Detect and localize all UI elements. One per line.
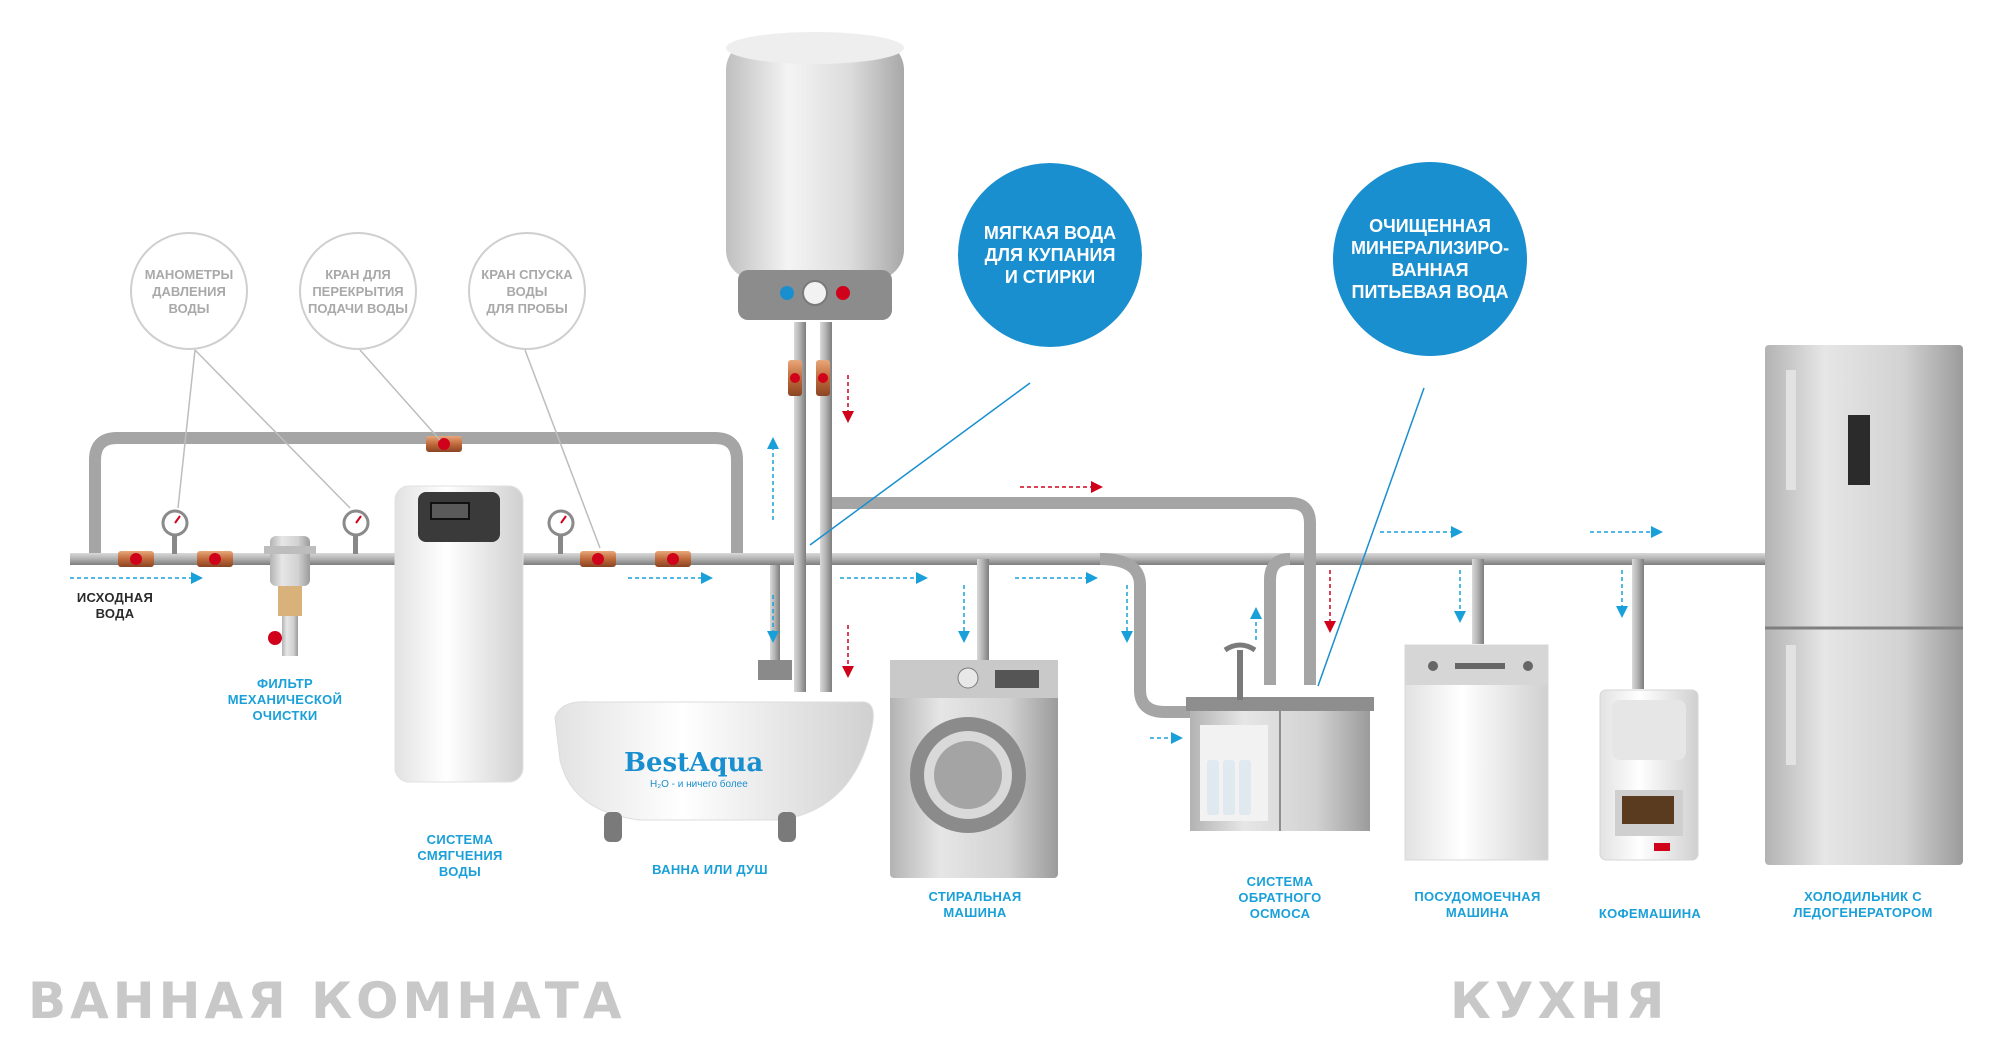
bath-label: ВАННА ИЛИ ДУШ [652,862,768,877]
valve-icon [580,551,616,567]
drinking-water-bubble: ОЧИЩЕННАЯ МИНЕРАЛИЗИРО- ВАННАЯ ПИТЬЕВАЯ … [1333,162,1527,356]
valve-icon [655,551,691,567]
pressure-gauges [161,509,575,554]
dishwasher-icon [1404,644,1549,861]
drain-valve-callout: КРАН СПУСКА ВОДЫ ДЛЯ ПРОБЫ [468,232,586,350]
shutoff-valve-callout: КРАН ДЛЯ ПЕРЕКРЫТИЯ ПОДАЧИ ВОДЫ [299,232,417,350]
water-heater-icon [726,32,904,320]
coffee-label: КОФЕМАШИНА [1598,906,1702,921]
fridge-label: ХОЛОДИЛЬНИК С ЛЕДОГЕНЕРАТОРОМ [1793,889,1933,920]
callout-leaders [177,349,601,549]
valve-icon [816,360,830,396]
coffee-machine-icon [1599,689,1699,861]
pressure-gauge-icon [547,509,575,554]
softener-icon [394,485,524,783]
inlet-label: ИСХОДНАЯ ВОДА [76,590,154,621]
brand-logo: BestAqua [624,748,763,778]
brand-tagline: H₂O - и ничего более [650,779,748,790]
gauges-callout: МАНОМЕТРЫ ДАВЛЕНИЯ ВОДЫ [130,232,248,350]
valve-icon [426,436,462,452]
valve-icon [118,551,154,567]
washer-label: СТИРАЛЬНАЯ МАШИНА [928,889,1022,920]
brand-name: BestAqua [624,748,764,778]
softener-label: СИСТЕМА СМЯГЧЕНИЯ ВОДЫ [417,832,503,879]
bathtub-icon [554,660,874,842]
reverse-osmosis-icon [1186,642,1374,831]
ro-label: СИСТЕМА ОБРАТНОГО ОСМОСА [1238,874,1322,921]
soft-water-bubble: МЯГКАЯ ВОДА ДЛЯ КУПАНИЯ И СТИРКИ [958,163,1142,347]
valve-icon [197,551,233,567]
flow-arrows-red [842,375,1336,678]
valves [118,360,830,567]
pressure-gauge-icon [161,509,189,554]
mech-filter-label: ФИЛЬТР МЕХАНИЧЕСКОЙ ОЧИСТКИ [227,676,343,723]
kitchen-title: КУХНЯ [1450,972,1669,1030]
washing-machine-icon [890,660,1058,878]
valve-icon [788,360,802,396]
bubble-leaders [809,382,1425,687]
dishwasher-label: ПОСУДОМОЕЧНАЯ МАШИНА [1414,889,1541,920]
mechanical-filter-icon [264,536,316,656]
flow-arrows-blue [70,437,1663,744]
pressure-gauge-icon [342,509,370,554]
fridge-icon [1765,345,1963,865]
bathroom-title: ВАННАЯ КОМНАТА [28,972,626,1030]
